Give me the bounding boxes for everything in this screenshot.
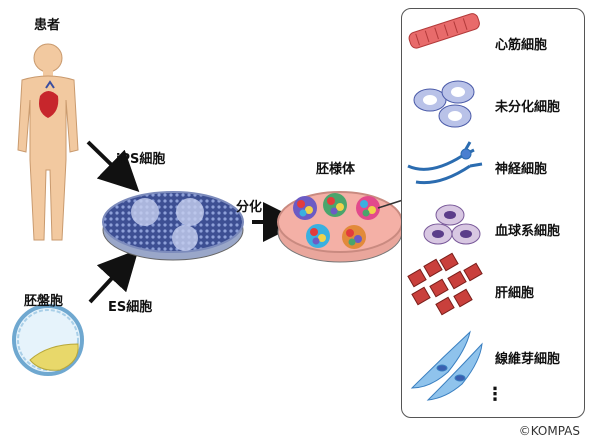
label-fibroblast: 線維芽細胞: [495, 352, 561, 367]
copyright-text: ©KOMPAS: [518, 424, 580, 438]
arrow-patient-to-ips: [86, 140, 140, 192]
label-cardiomyocyte: 心筋細胞: [495, 38, 548, 53]
undifferentiated-cell-icon: [413, 80, 475, 128]
label-es-cells: ES細胞: [108, 300, 153, 315]
human-body-icon: [17, 43, 79, 241]
embryoid-body-dish: [277, 191, 403, 263]
hepatocyte-icon: [407, 252, 483, 316]
label-differentiation: 分化: [236, 200, 263, 215]
label-ips-cells: iPS細胞: [116, 152, 166, 167]
blood-cell-icon: [423, 204, 481, 245]
fibroblast-icon: [410, 330, 483, 401]
arrow-embryo-to-es: [88, 249, 139, 304]
label-blastocyst: 胚盤胞: [24, 294, 64, 309]
label-blood-cells: 血球系細胞: [495, 224, 561, 239]
label-embryoid-body: 胚様体: [316, 162, 356, 177]
label-neuron: 神経細胞: [495, 162, 548, 177]
neuron-icon: [407, 141, 483, 185]
label-hepatocyte: 肝細胞: [495, 286, 535, 301]
cardiomyocyte-icon: [408, 13, 480, 49]
blastocyst-icon: [12, 304, 84, 376]
label-patient: 患者: [34, 18, 61, 33]
more-indicator: ⋮: [486, 384, 504, 405]
label-undifferentiated: 未分化細胞: [495, 100, 561, 115]
cell-culture-dish: [102, 191, 244, 261]
differentiated-cells-panel: [401, 8, 585, 418]
connector-line: [377, 199, 404, 209]
